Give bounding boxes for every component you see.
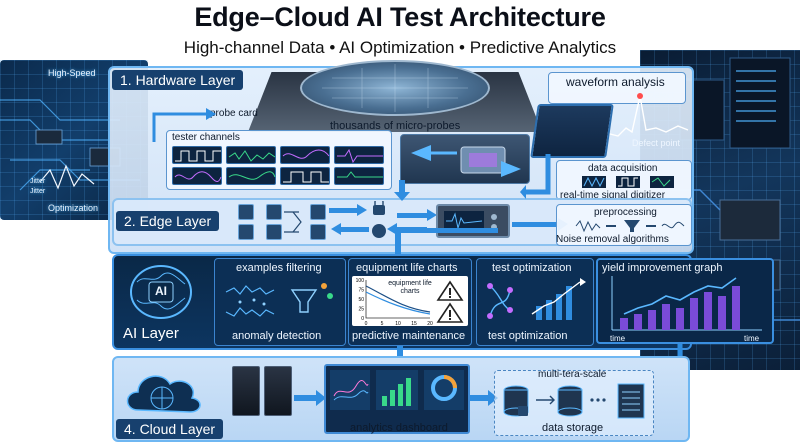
edge-routing-arrows-icon: [284, 201, 437, 238]
examples-filtering-label: examples filtering: [236, 262, 322, 274]
tester-channel-wave: [280, 167, 330, 185]
tester-channel-wave: [280, 146, 330, 164]
tester-channel-wave: [334, 167, 384, 185]
tester-channel-wave: [172, 167, 222, 185]
wafer-disk: [300, 60, 490, 116]
yield-graph-label: yield improvement graph: [602, 262, 723, 274]
time-label-right: time: [744, 334, 760, 343]
ai-layer-label: AI Layer: [123, 325, 179, 342]
tester-channel-wave: [226, 167, 276, 185]
time-label-left: time: [610, 334, 626, 343]
wafer-grid-icon: [322, 64, 468, 112]
yield-bar-chart: [611, 276, 762, 331]
ai-chip-badge: AI: [155, 284, 167, 298]
edge-node-icon: [266, 224, 282, 240]
jitter-label-1: Jitter: [30, 178, 46, 185]
diagram-subtitle: High-channel Data • AI Optimization • Pr…: [183, 38, 617, 57]
hardware-to-edge-arrow-icon: [394, 180, 410, 201]
ai-brain-icon: [130, 265, 192, 319]
life-chart-y-tick: 25: [358, 307, 364, 313]
test-optimization-top-label: test optimization: [492, 262, 572, 274]
probe-card-label: probe card: [210, 108, 258, 119]
anomaly-detection-label: anomaly detection: [232, 330, 322, 342]
optimization-bg-label: Optimization: [48, 203, 99, 213]
edge-layer-label: 2. Edge Layer: [116, 211, 220, 231]
micro-probes-label: thousands of micro-probes: [330, 120, 461, 132]
digitizer-waves-icon: [582, 176, 674, 188]
processor-chip-icon: [530, 104, 614, 158]
edge-node-icon: [238, 224, 254, 240]
equipment-life-charts-label: equipment life charts: [356, 262, 458, 274]
tester-channels-label: tester channels: [172, 132, 240, 143]
tester-channel-wave: [226, 146, 276, 164]
edge-node-icon: [238, 204, 254, 220]
life-chart-y-tick: 100: [356, 278, 365, 284]
waveform-analysis-panel: [548, 72, 686, 104]
dashboard-charts-icon: [330, 370, 464, 410]
equipment-life-inner-label: equipment life charts: [388, 280, 432, 295]
server-rack-icon: [264, 366, 292, 416]
defect-spike-chart: [600, 93, 689, 139]
high-speed-label: High-Speed: [48, 68, 96, 78]
life-chart-x-tick: 15: [411, 321, 417, 326]
life-chart-y-tick: 50: [358, 297, 364, 303]
edge-node-icon: [310, 204, 326, 220]
analytics-dashboard-screen: [324, 364, 470, 434]
examples-filtering-card: [214, 258, 346, 346]
life-chart-curve: [365, 285, 431, 313]
probe-head-module: [400, 134, 530, 184]
equipment-life-chart: 100 75 50 25 00 5 10 15 20: [356, 278, 433, 326]
life-chart-y-tick: 0: [361, 316, 364, 322]
data-acquisition-label: data acquisition: [588, 163, 658, 174]
test-optimization-bottom-label: test optimization: [488, 330, 568, 342]
dashboard-to-storage-arrow-icon: [470, 390, 498, 406]
database-cylinders-icon: [503, 383, 645, 419]
digitizer-label: real-time signal digitizer: [560, 190, 666, 201]
server-rack-icon: [232, 366, 260, 416]
life-chart-curve: [365, 291, 431, 315]
life-chart-y-tick: 75: [358, 288, 364, 294]
noise-filter-icon: [575, 220, 685, 233]
hardware-layer-label: 1. Hardware Layer: [112, 70, 244, 90]
analytics-dashboard-label: analytics dashboard: [350, 422, 448, 434]
test-optimization-card: [476, 258, 594, 346]
life-chart-x-tick: 0: [365, 321, 368, 326]
predictive-maintenance-label: predictive maintenance: [352, 330, 466, 342]
noise-removal-label: Noise removal algorithms: [556, 234, 669, 245]
edge-node-icon: [266, 204, 282, 220]
preprocessing-label: preprocessing: [594, 207, 657, 218]
defect-point-label: Defect point: [632, 138, 681, 148]
waveform-analysis-label: waveform analysis: [566, 75, 665, 89]
life-chart-x-tick: 5: [381, 321, 384, 326]
life-chart-x-tick: 10: [395, 321, 401, 326]
data-storage-label: data storage: [542, 422, 604, 434]
server-to-dashboard-arrow-icon: [294, 390, 326, 406]
tester-channel-wave: [172, 146, 222, 164]
warning-triangle-icon: [436, 280, 464, 323]
cloud-globe-icon: [126, 375, 201, 413]
probe-head-icon: [411, 145, 521, 177]
anomaly-scatter-icon: [225, 283, 333, 317]
multi-tera-scale-label: multi-tera-scale: [538, 369, 607, 380]
preprocessing-panel: [556, 204, 692, 246]
life-chart-x-tick: 20: [427, 321, 433, 326]
defect-label: Defect: [648, 90, 675, 100]
edge-node-icon: [310, 224, 326, 240]
cpu-to-edge-arrow-icon: [520, 154, 551, 199]
jitter-label-2: Jitter: [30, 188, 46, 195]
probe-card-connector-arrow-icon: [152, 108, 216, 142]
diagram-title: Edge–Cloud AI Test Architecture: [194, 2, 606, 32]
cloud-layer-label: 4. Cloud Layer: [116, 419, 224, 439]
tester-channel-wave: [334, 146, 384, 164]
optimization-graph-icon: [487, 278, 586, 320]
